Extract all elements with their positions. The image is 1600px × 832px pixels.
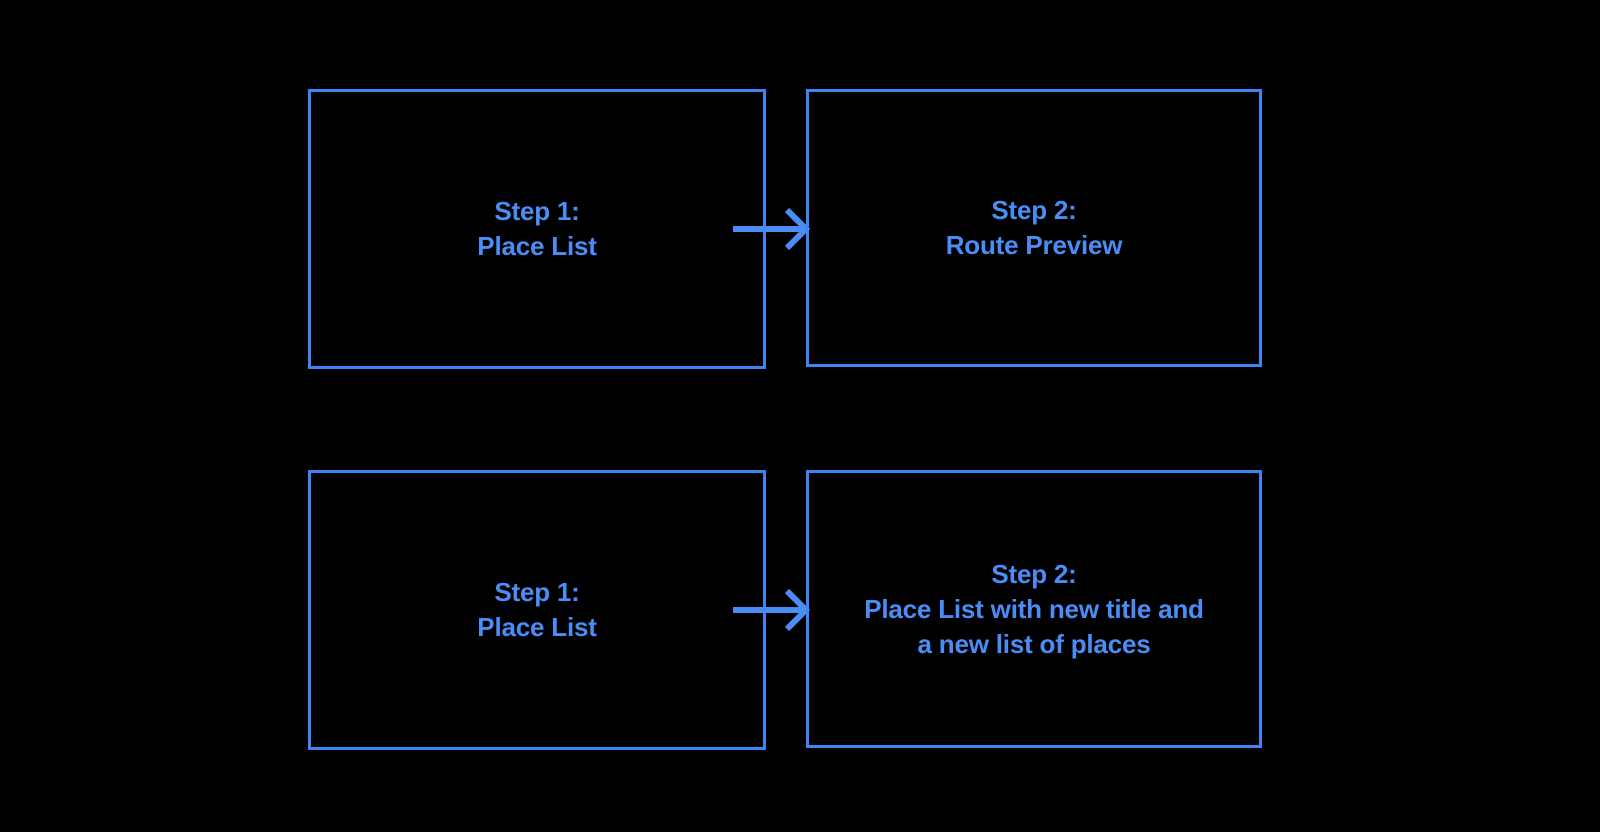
- flow-row-new-place-list: Step 1: Place List Step 2: Place List wi…: [0, 470, 1600, 750]
- connector-arrow-top: [733, 207, 811, 251]
- step-box-bottom-step-2[interactable]: Step 2: Place List with new title and a …: [806, 470, 1262, 748]
- step-box-bottom-step-1[interactable]: Step 1: Place List: [308, 470, 766, 750]
- flow-row-route-preview: Step 1: Place List Step 2: Route Preview: [0, 89, 1600, 369]
- step-box-top-step-2[interactable]: Step 2: Route Preview: [806, 89, 1262, 367]
- step-box-label: Step 2: Place List with new title and a …: [864, 558, 1204, 659]
- step-box-label: Step 2: Route Preview: [945, 195, 1123, 260]
- step-box-top-step-1[interactable]: Step 1: Place List: [308, 89, 766, 369]
- step-box-label: Step 1: Place List: [477, 577, 597, 642]
- connector-arrow-bottom: [733, 588, 811, 632]
- step-box-label: Step 1: Place List: [477, 196, 597, 261]
